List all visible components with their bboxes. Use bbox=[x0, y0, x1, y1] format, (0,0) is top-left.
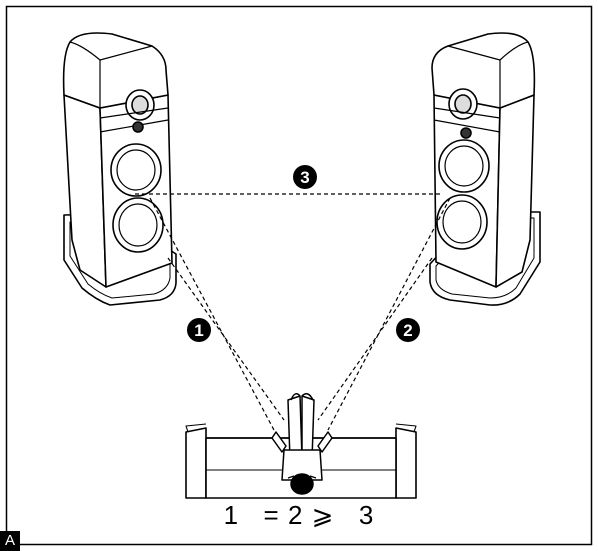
listener bbox=[271, 393, 333, 495]
marker-1-label: 1 bbox=[194, 321, 203, 340]
sofa-right-arm bbox=[395, 427, 417, 499]
listener-head bbox=[290, 473, 314, 495]
corner-label: A bbox=[0, 531, 20, 551]
marker-1: 1 bbox=[187, 318, 211, 342]
left-logo-icon bbox=[132, 121, 144, 133]
formula-term-1: 1 bbox=[223, 500, 240, 530]
distance-formula: 1 = 2 ⩾ 3 bbox=[0, 500, 598, 531]
formula-equals: = bbox=[263, 500, 280, 530]
sofa-left-arm bbox=[185, 427, 207, 499]
formula-ge: ⩾ bbox=[311, 500, 335, 530]
left-speaker bbox=[62, 32, 177, 306]
distance-lines bbox=[135, 193, 451, 431]
formula-term-3: 3 bbox=[358, 500, 375, 530]
listener-right-arm bbox=[317, 431, 333, 453]
diagram-border bbox=[5, 5, 593, 546]
distance-line-2b bbox=[327, 197, 451, 431]
distance-line-1 bbox=[167, 257, 285, 421]
listener-left-arm bbox=[271, 431, 287, 453]
marker-2: 2 bbox=[396, 318, 420, 342]
listener-torso bbox=[281, 449, 323, 481]
marker-3: 3 bbox=[293, 165, 317, 189]
distance-line-1b bbox=[149, 197, 275, 431]
formula-term-2: 2 bbox=[287, 500, 304, 530]
distance-line-2 bbox=[317, 257, 433, 421]
right-logo-icon bbox=[460, 127, 472, 139]
right-speaker bbox=[429, 32, 541, 306]
right-speaker-head bbox=[431, 32, 536, 109]
marker-2-label: 2 bbox=[403, 321, 412, 340]
marker-3-label: 3 bbox=[300, 168, 309, 187]
